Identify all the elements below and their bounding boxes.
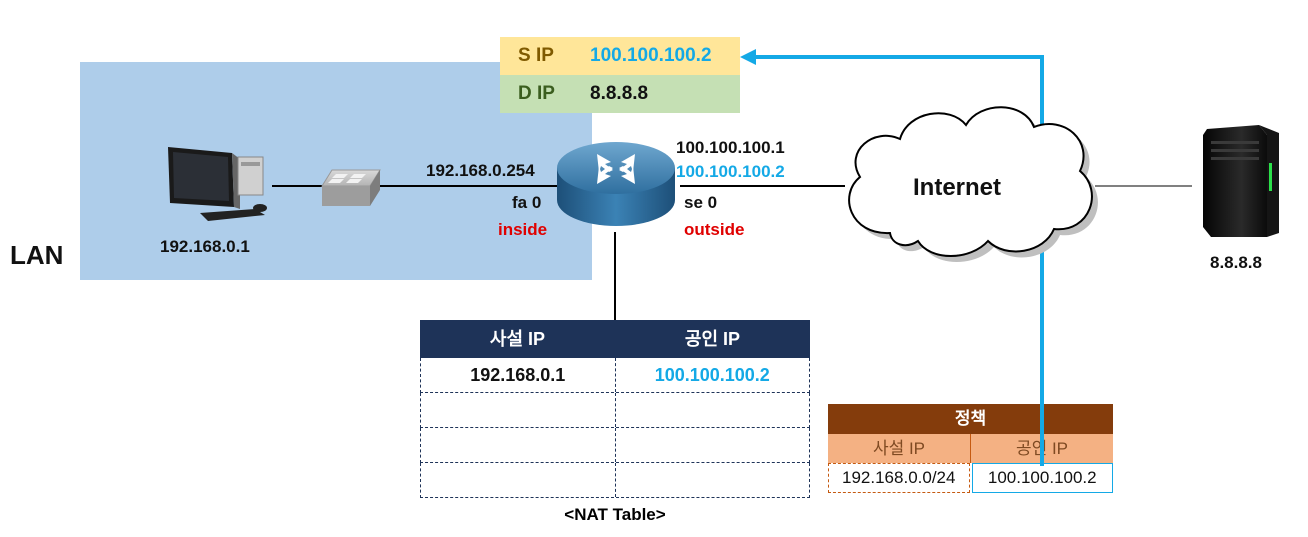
nat-header-private: 사설 IP [489, 329, 546, 349]
table-row: 192.168.0.0/24 100.100.100.2 [828, 463, 1113, 493]
policy-title: 정책 [828, 404, 1113, 434]
arrow-head [740, 49, 756, 65]
nat-cell-public: 100.100.100.2 [614, 358, 810, 392]
internet-label: Internet [913, 174, 1002, 201]
translation-arrow [752, 55, 1044, 466]
policy-header: 사설 IP 공인 IP [828, 434, 1113, 463]
outside-ip-alias: 100.100.100.2 [676, 162, 785, 181]
policy-header-private: 사설 IP [872, 439, 926, 458]
pc-icon [168, 147, 267, 221]
dst-ip-value: 8.8.8.8 [590, 83, 649, 104]
policy-cell-private: 192.168.0.0/24 [828, 463, 970, 493]
nat-table-header: 사설 IP 공인 IP [420, 320, 810, 358]
table-row [420, 393, 810, 428]
inside-iface: fa 0 [512, 193, 542, 212]
table-row [420, 428, 810, 463]
router-icon [557, 142, 675, 226]
table-row [420, 463, 810, 498]
nat-cell-private [421, 428, 615, 462]
nat-cell-private [421, 393, 615, 427]
src-ip-key: S IP [518, 45, 554, 66]
outside-ip: 100.100.100.1 [676, 138, 785, 157]
outside-iface: se 0 [684, 193, 718, 212]
nat-cell-public [614, 428, 810, 462]
inside-ip: 192.168.0.254 [426, 161, 535, 180]
nat-header-public: 공인 IP [684, 329, 741, 349]
pc-ip: 192.168.0.1 [160, 237, 250, 256]
packet-src-row: S IP 100.100.100.2 [500, 37, 740, 75]
nat-cell-private: 192.168.0.1 [470, 365, 566, 385]
policy-table: 정책 사설 IP 공인 IP 192.168.0.0/24 100.100.10… [828, 404, 1113, 493]
dst-ip-key: D IP [518, 83, 555, 104]
nat-table-caption: <NAT Table> [564, 505, 666, 524]
server-ip: 8.8.8.8 [1210, 253, 1262, 272]
packet-dst-row: D IP 8.8.8.8 [500, 75, 740, 113]
cloud-icon [848, 106, 1098, 263]
lan-label: LAN [10, 240, 64, 270]
inside-label: inside [498, 220, 548, 239]
nat-table: 사설 IP 공인 IP 192.168.0.1 100.100.100.2 [420, 320, 810, 498]
src-ip-value: 100.100.100.2 [590, 45, 712, 66]
outside-label: outside [684, 220, 745, 239]
nat-cell-private [421, 463, 615, 497]
server-icon [1203, 125, 1279, 237]
nat-cell-public [614, 463, 810, 497]
switch-icon [321, 169, 381, 206]
translation-arrow-overlay [1040, 400, 1044, 466]
nat-cell-public [614, 393, 810, 427]
table-row: 192.168.0.1 100.100.100.2 [420, 358, 810, 393]
